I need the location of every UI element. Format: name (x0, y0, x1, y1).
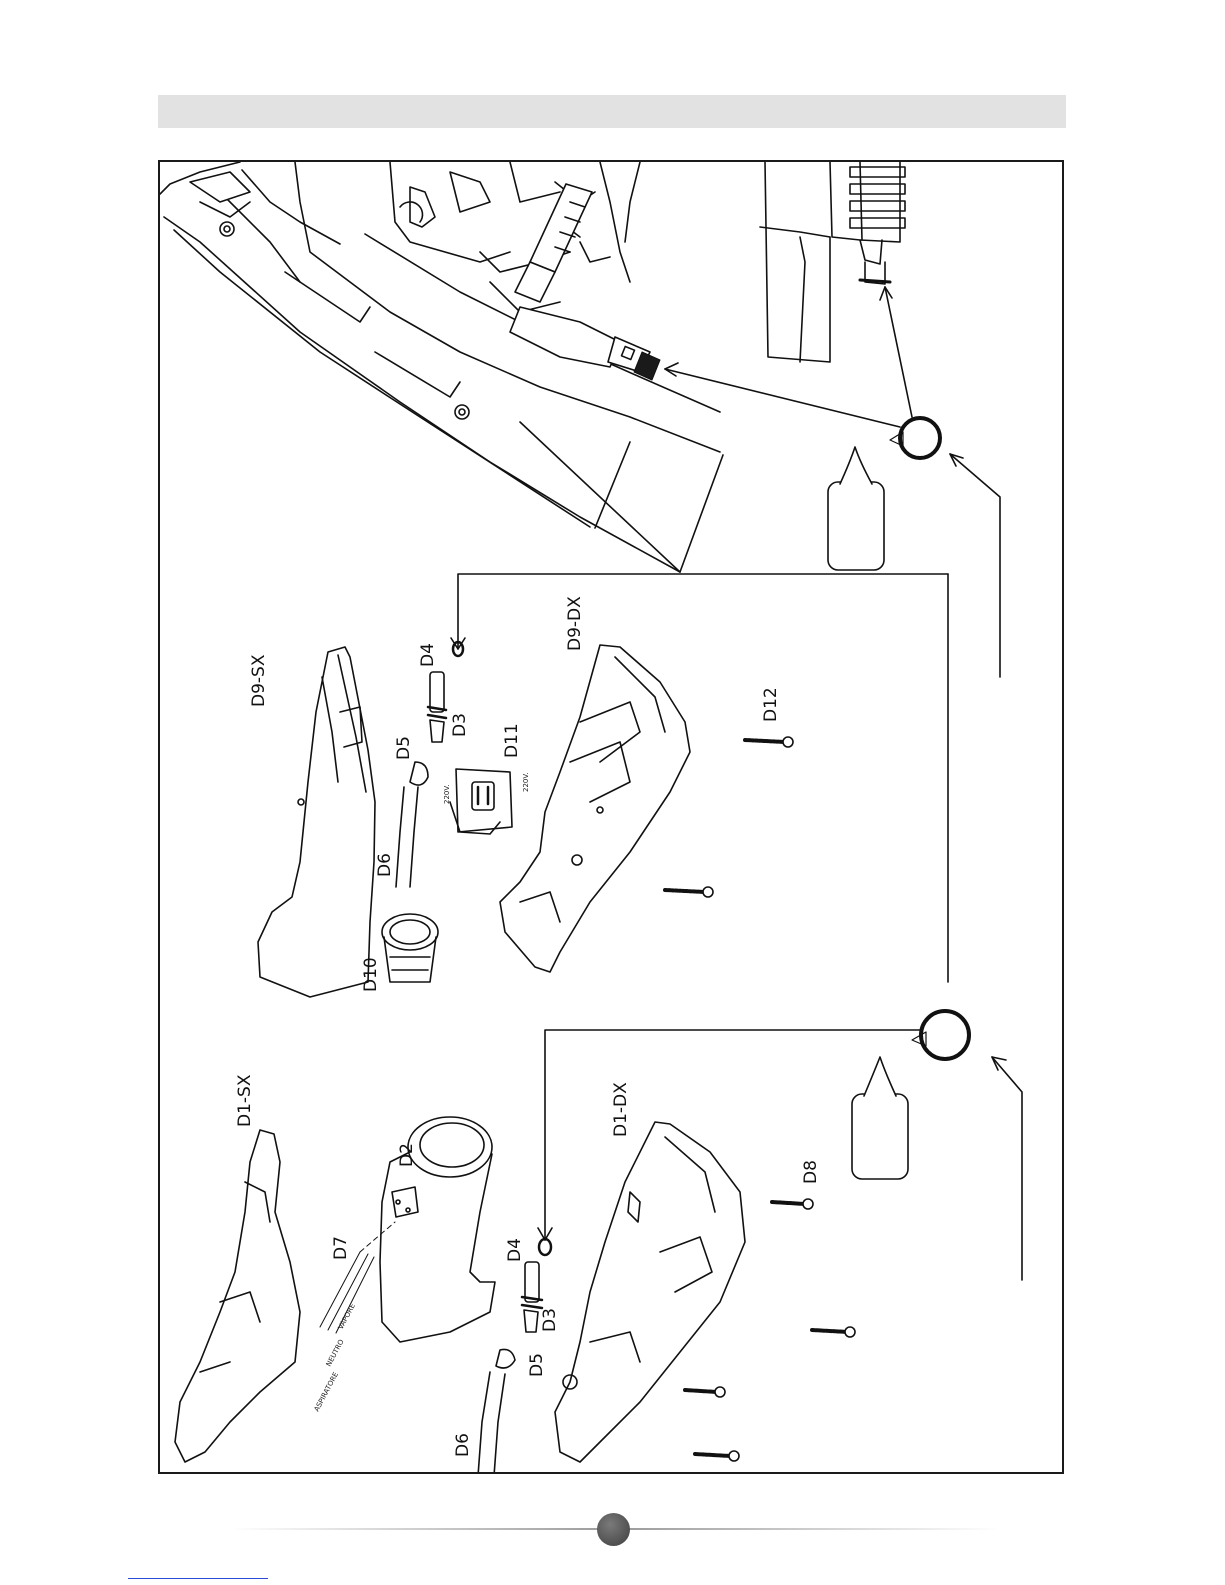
label-d4-bottom: D4 (505, 1238, 525, 1262)
label-d6-bottom: D6 (453, 1433, 473, 1457)
lubricant-tube-top (828, 447, 884, 570)
header-bar (158, 95, 1066, 128)
label-220v-right: 220V. (522, 773, 530, 792)
screw-lower-2 (695, 1451, 739, 1461)
exploded-diagram: D9-SX D4 D5 D3 D11 D9-DX D12 D6 D10 220V… (158, 160, 1064, 1474)
label-d6-top: D6 (375, 853, 395, 877)
label-d9-dx: D9-DX (565, 596, 585, 651)
label-aspiratore: ASPIRATORE (313, 1371, 340, 1413)
label-d11: D11 (502, 723, 522, 758)
label-d10: D10 (361, 957, 381, 992)
bottom-link-underline (128, 1578, 268, 1579)
d1-sx-housing (175, 1130, 300, 1462)
label-d12: D12 (761, 687, 781, 722)
steam-gun-illustration (760, 162, 905, 362)
label-neutro: NEUTRO (325, 1338, 346, 1368)
screw-d8-lower (812, 1327, 855, 1337)
label-d4-top: D4 (418, 643, 438, 667)
d11-socket (450, 769, 512, 834)
screw-lower-1 (685, 1387, 725, 1397)
label-d3-top: D3 (450, 713, 470, 737)
page-marker (597, 1513, 630, 1546)
label-d2: D2 (397, 1143, 417, 1167)
d1-dx-housing (555, 1122, 745, 1462)
label-d1-dx: D1-DX (611, 1082, 631, 1137)
label-d5-bottom: D5 (527, 1353, 547, 1377)
lubricant-tube-bottom (852, 1057, 908, 1179)
label-d8: D8 (801, 1160, 821, 1184)
screw-d12 (745, 737, 793, 747)
label-d7: D7 (331, 1236, 351, 1260)
d9-sx-housing (258, 647, 375, 997)
d9-dx-housing (500, 645, 690, 972)
screw-d8 (772, 1199, 813, 1209)
diagram-canvas: D9-SX D4 D5 D3 D11 D9-DX D12 D6 D10 220V… (160, 162, 1064, 1474)
label-d1-sx: D1-SX (235, 1074, 255, 1127)
screw-d12-lower (665, 887, 713, 897)
label-d5-top: D5 (394, 736, 414, 760)
d10-gland (382, 914, 438, 982)
label-d9-sx: D9-SX (249, 654, 269, 707)
label-220v-left: 220V. (443, 785, 451, 804)
label-d3-bottom: D3 (540, 1308, 560, 1332)
handle-assembly-illustration (160, 162, 723, 572)
